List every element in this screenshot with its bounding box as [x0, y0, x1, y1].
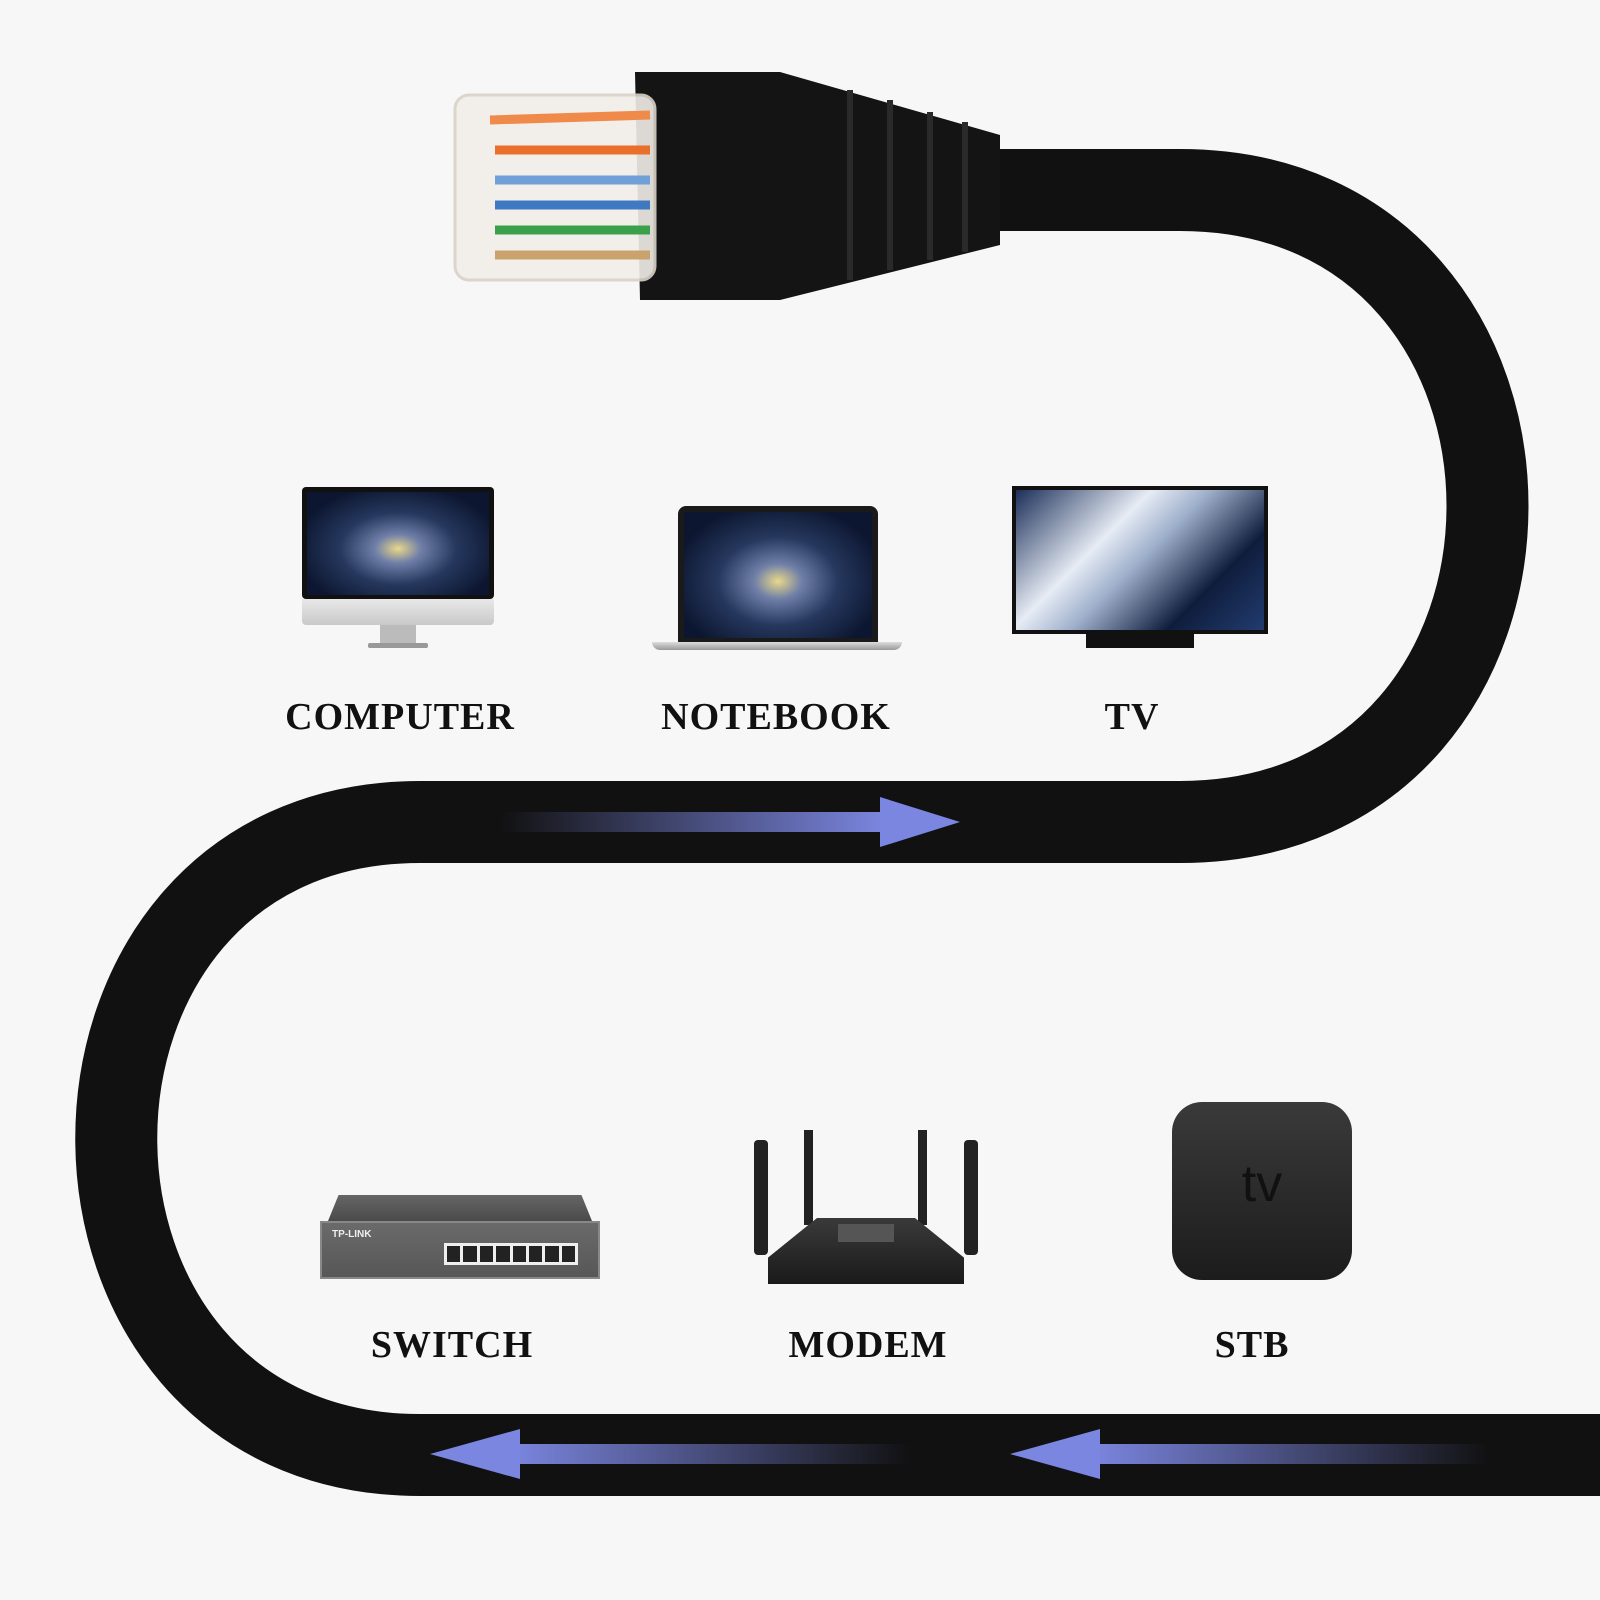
- device-label-notebook: NOTEBOOK: [661, 696, 891, 738]
- tv-icon: [1012, 486, 1268, 650]
- device-label-modem: MODEM: [788, 1324, 948, 1366]
- imac-icon: [302, 487, 494, 652]
- device-label-computer: COMPUTER: [285, 696, 515, 738]
- ethernet-cable: [75, 149, 1600, 1496]
- stb-tv-logo: tv: [1241, 1155, 1283, 1213]
- rj45-connector-icon: [453, 72, 1000, 300]
- router-icon: [752, 1130, 980, 1285]
- switch-brand-logo: TP-LINK: [332, 1229, 372, 1240]
- device-label-tv: TV: [1104, 696, 1160, 738]
- device-label-stb: STB: [1214, 1324, 1290, 1366]
- network-switch-icon: TP-LINK: [320, 1195, 600, 1280]
- set-top-box-icon: tv: [1172, 1102, 1352, 1280]
- device-label-switch: SWITCH: [370, 1324, 534, 1366]
- laptop-icon: [652, 506, 902, 651]
- arrow-left-icon: [1010, 1429, 1490, 1479]
- arrow-left-icon: [430, 1429, 910, 1479]
- arrow-right-icon: [500, 797, 960, 847]
